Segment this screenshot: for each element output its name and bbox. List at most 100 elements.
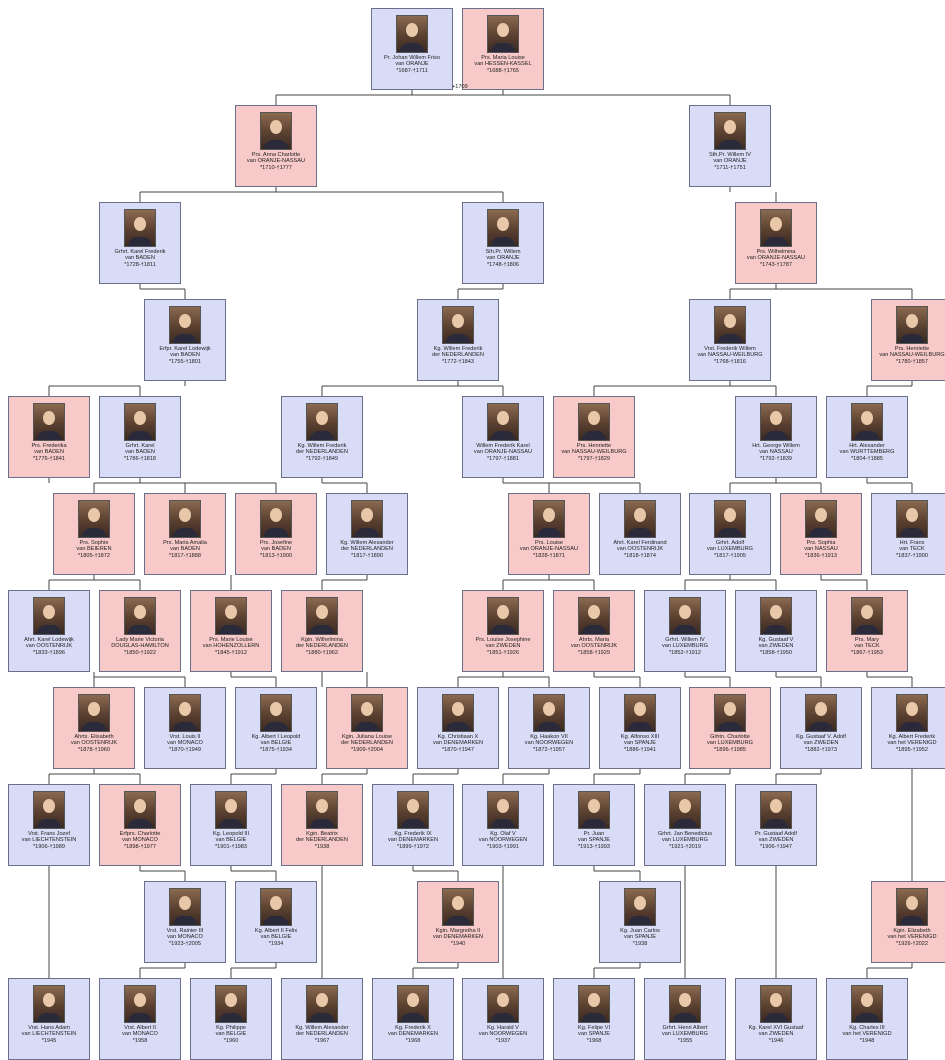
person-name: Kg. Leopold III	[212, 831, 250, 837]
portrait-image	[124, 597, 156, 635]
person-dates: *1850-†1922	[123, 649, 157, 656]
person-house: van ZWEDEN	[485, 643, 521, 650]
person-dates: *1921-†2019	[668, 843, 702, 850]
person-house: van het VERENIGD	[842, 1031, 892, 1038]
person-name: Kg. Christiaan X	[437, 734, 479, 740]
person-name: Prs. Henriette	[576, 443, 612, 449]
person-dates: *1898-†1977	[123, 843, 157, 850]
person-dates: *1797-†1829	[577, 455, 611, 462]
person-name: Prs. Mary	[855, 637, 879, 643]
person-dates: *1968	[586, 1037, 602, 1044]
person-house: van BELGIE	[215, 837, 247, 844]
person-name: Kgin. Wilhelmina	[301, 637, 343, 643]
person-house: van LIECHTENSTEIN	[21, 837, 77, 844]
person-house: van ORANJE	[395, 61, 429, 68]
person-dates: *1813-†1900	[259, 552, 293, 559]
person-dates: *1805-†1872	[77, 552, 111, 559]
portrait-image	[260, 694, 292, 732]
person-house: van MONACO	[122, 837, 158, 844]
person-name: Ahrts. Elisabeth	[74, 734, 114, 740]
person-dates: *1906-†1947	[759, 843, 793, 850]
person-dates: *1688-†1765	[486, 67, 520, 74]
person-dates: *1755-†1801	[168, 358, 202, 365]
portrait-image	[260, 112, 292, 150]
person-house: van LIECHTENSTEIN	[21, 1031, 77, 1038]
portrait-image	[169, 306, 201, 344]
portrait-image	[78, 694, 110, 732]
person-name: Kg. Albert II Felix	[254, 928, 298, 934]
person-dates: *1828-†1871	[532, 552, 566, 559]
portrait-image	[714, 500, 746, 538]
marriage-label: +1709	[452, 84, 468, 90]
person-house: van LUXEMBURG	[661, 643, 708, 650]
person-dates: *1851-†1926	[486, 649, 520, 656]
person-house: van ORANJE-NASSAU	[473, 449, 533, 456]
person-dates: *1878-†1960	[77, 746, 111, 753]
portrait-image	[124, 985, 156, 1023]
portrait-image	[487, 597, 519, 635]
person-house: van ORANJE-NASSAU	[519, 546, 579, 553]
portrait-image	[306, 791, 338, 829]
person-name: Kg. Willem Frederik	[297, 443, 347, 449]
portrait-image	[578, 597, 610, 635]
person-dates: *1946	[768, 1037, 784, 1044]
person-name: Hrt. Alexander	[849, 443, 885, 449]
person-name: Erfprs. Charlotte	[119, 831, 161, 837]
portrait-image	[624, 694, 656, 732]
person-dates: *1870-†1949	[168, 746, 202, 753]
portrait-image	[78, 500, 110, 538]
person-name: Prs. Louise Josephine	[475, 637, 531, 643]
portrait-image	[760, 209, 792, 247]
person-name: Prs. Louise	[535, 540, 563, 546]
person-dates: *1958	[132, 1037, 148, 1044]
person-house: van BADEN	[170, 546, 200, 553]
portrait-image	[33, 985, 65, 1023]
person-name: Vrst. Frans Jozef	[27, 831, 71, 837]
person-house: van DENEMARKEN	[387, 1031, 439, 1038]
person-house: van HESSEN-KASSEL	[474, 61, 532, 68]
person-dates: *1792-†1839	[759, 455, 793, 462]
portrait-image	[533, 694, 565, 732]
portrait-image	[578, 791, 610, 829]
portrait-image	[714, 306, 746, 344]
person-name: Kgin. Beatrix	[306, 831, 338, 837]
person-house: van ZWEDEN	[803, 740, 839, 747]
person-house: der NEDERLANDEN	[296, 643, 348, 650]
person-dates: *1776-†1841	[32, 455, 66, 462]
person-house: van NASSAU	[804, 546, 838, 553]
portrait-image	[397, 791, 429, 829]
person-house: van ORANJE-NASSAU	[246, 158, 306, 165]
person-house: der NEDERLANDEN	[296, 449, 348, 456]
person-name: Prs. Henriette	[894, 346, 930, 352]
person-dates: *1833-†1896	[32, 649, 66, 656]
person-name: Vrst. Hans Adam	[28, 1025, 70, 1031]
person-name: Grhrt. Karel Frederik	[114, 249, 166, 255]
person-name: Kg. Willem Alexander	[340, 540, 394, 546]
portrait-image	[760, 985, 792, 1023]
portrait-image	[442, 694, 474, 732]
person-house: van DENEMARKEN	[432, 934, 484, 941]
person-name: Kg. Alfonso XIII	[620, 734, 660, 740]
person-name: Grhrt. Willem IV	[665, 637, 705, 643]
